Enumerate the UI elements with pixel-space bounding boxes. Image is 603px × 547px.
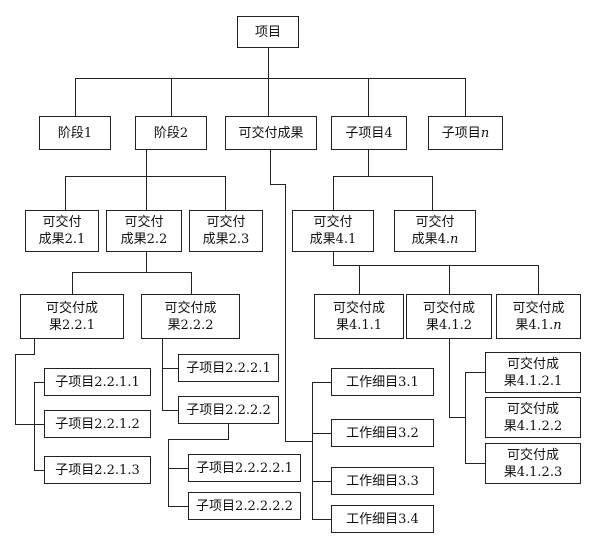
node-phase-2: 阶段2	[135, 116, 207, 150]
connector	[312, 519, 331, 521]
node-subproject-2-2-2-2-1: 子项目2.2.2.2.1	[188, 454, 301, 482]
connector	[228, 424, 230, 439]
node-deliverable-2-3: 可交付 成果2.3	[189, 210, 263, 252]
node-phase-1: 阶段1	[39, 116, 111, 150]
node-subproject-2-2-1-2: 子项目2.2.1.2	[44, 410, 151, 438]
connector	[449, 339, 451, 418]
connector	[34, 382, 36, 470]
connector	[168, 439, 229, 441]
connector	[270, 150, 272, 184]
connector	[15, 424, 44, 426]
connector	[72, 272, 192, 274]
connector	[333, 176, 433, 178]
node-deliverable-2-2: 可交付 成果2.2	[106, 210, 182, 252]
node-deliverable-4-1-2: 可交付成 果4.1.2	[406, 294, 492, 339]
connector	[72, 272, 74, 294]
node-project-root: 项目	[237, 16, 299, 48]
connector	[312, 382, 314, 519]
connector	[538, 265, 540, 294]
connector	[34, 382, 44, 384]
node-deliverable-2-2-2: 可交付成 果2.2.2	[141, 294, 240, 339]
node-deliverable-4-1: 可交付 成果4.1	[292, 210, 374, 252]
node-subproject-2-2-2-2-2: 子项目2.2.2.2.2	[188, 492, 301, 520]
node-deliverable-4-1-2-1: 可交付成 果4.1.2.1	[485, 352, 581, 393]
connector	[449, 417, 465, 419]
node-work-item-3-4: 工作细目3.4	[331, 505, 434, 533]
connector	[146, 176, 148, 210]
connector	[449, 265, 451, 294]
connector	[432, 176, 434, 210]
connector	[285, 184, 287, 441]
node-deliverable-4-1-1: 可交付成 果4.1.1	[314, 294, 404, 339]
connector	[368, 150, 370, 176]
connector	[168, 439, 170, 506]
connector	[465, 78, 467, 116]
node-work-item-3-3: 工作细目3.3	[331, 467, 434, 495]
connector	[333, 176, 335, 210]
node-subproject-2-2-2-2: 子项目2.2.2.2	[178, 396, 279, 424]
connector	[333, 252, 335, 266]
connector	[312, 481, 331, 483]
connector	[146, 150, 148, 176]
connector	[15, 354, 35, 356]
connector	[75, 78, 466, 80]
connector	[368, 78, 370, 116]
node-work-item-3-1: 工作细目3.1	[331, 368, 434, 396]
connector	[171, 78, 173, 116]
connector	[225, 176, 227, 210]
node-subproject-2-2-2-1: 子项目2.2.2.1	[178, 354, 279, 382]
node-deliverable-2-2-1: 可交付成 果2.2.1	[20, 294, 124, 339]
connector	[285, 441, 313, 443]
connector	[168, 506, 188, 508]
connector	[270, 184, 286, 186]
node-subproject-4: 子项目4	[331, 116, 407, 150]
connector	[65, 176, 226, 178]
node-subproject-2-2-1-3: 子项目2.2.1.3	[44, 456, 151, 484]
connector	[359, 265, 361, 294]
connector	[465, 372, 485, 374]
connector	[34, 339, 36, 354]
connector	[65, 176, 67, 210]
node-deliverable-2-1: 可交付 成果2.1	[25, 210, 99, 252]
node-deliverable-4-1-2-2: 可交付成 果4.1.2.2	[485, 397, 581, 438]
connector	[191, 272, 193, 294]
connector	[34, 470, 44, 472]
connector	[75, 78, 77, 116]
node-deliverable-4-n: 可交付 成果4.n	[394, 210, 476, 252]
connector	[168, 468, 188, 470]
connector	[333, 265, 539, 267]
connector	[162, 368, 178, 370]
connector	[162, 410, 178, 412]
connector	[162, 339, 164, 410]
connector	[146, 252, 148, 272]
connector	[15, 354, 17, 424]
connector	[465, 463, 485, 465]
connector	[268, 78, 270, 116]
connector	[268, 48, 270, 78]
connector	[312, 433, 331, 435]
node-work-item-3-2: 工作细目3.2	[331, 419, 434, 447]
node-deliverable: 可交付成果	[225, 116, 317, 150]
connector	[312, 382, 331, 384]
connector	[465, 372, 467, 464]
node-subproject-2-2-1-1: 子项目2.2.1.1	[44, 368, 151, 396]
node-deliverable-4-1-2-3: 可交付成 果4.1.2.3	[485, 443, 581, 484]
node-deliverable-4-1-n: 可交付成 果4.1.n	[496, 294, 581, 339]
